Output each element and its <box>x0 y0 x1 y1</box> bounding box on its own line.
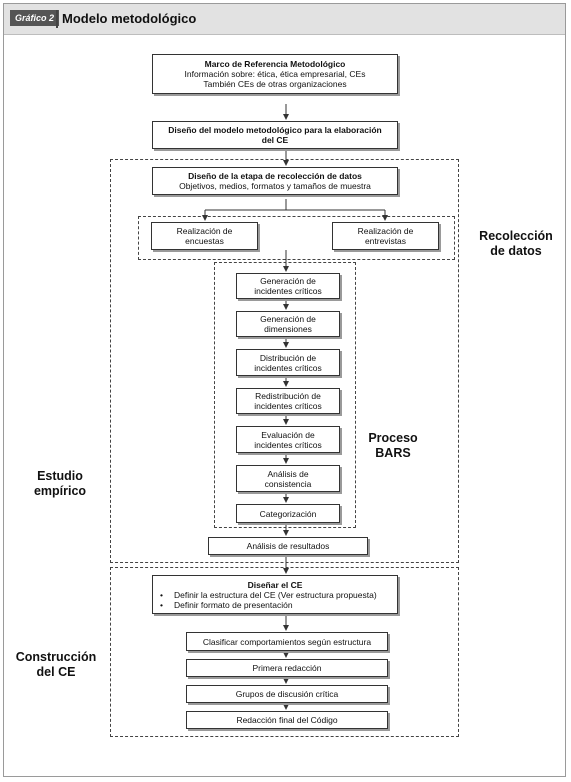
entrevistas-box: Realización de entrevistas <box>332 222 439 250</box>
bars-step-line2: incidentes críticos <box>254 439 322 450</box>
marco-referencia-title: Marco de Referencia Metodológico <box>204 59 346 69</box>
section-label-construccion: Construcción del CE <box>6 650 106 680</box>
encuestas-box: Realización de encuestas <box>151 222 258 250</box>
analisis-resultados-label: Análisis de resultados <box>246 541 330 551</box>
section-label-line1: Proceso <box>368 431 418 445</box>
marco-referencia-box: Marco de Referencia Metodológico Informa… <box>152 54 398 94</box>
section-label-line2: de datos <box>490 244 542 258</box>
bars-step-evaluacion: Evaluación de incidentes críticos <box>236 426 340 453</box>
diseno-modelo-line2: del CE <box>261 135 289 145</box>
estudio-empirico-region <box>110 159 459 563</box>
marco-referencia-line2: También CEs de otras organizaciones <box>203 79 347 89</box>
section-label-line2: del CE <box>36 665 76 679</box>
primera-redaccion-box: Primera redacción <box>186 659 388 677</box>
bars-step-line2: dimensiones <box>264 324 312 334</box>
section-label-line2: BARS <box>375 446 411 460</box>
disenar-ce-title: Diseñar el CE <box>247 579 303 590</box>
diseno-modelo-line1: Diseño del modelo metodológico para la e… <box>168 125 382 135</box>
bars-step-line2: incidentes críticos <box>254 286 322 296</box>
section-label-line2: empírico <box>33 484 87 498</box>
bars-step-line1: Distribución de <box>259 352 317 363</box>
bars-step-line1: Análisis de <box>267 468 309 479</box>
section-label-line1: Recolección <box>479 229 553 243</box>
figure-frame <box>3 3 566 777</box>
bars-step-generacion-dimensiones: Generación de dimensiones <box>236 311 340 337</box>
analisis-resultados-box: Análisis de resultados <box>208 537 368 555</box>
bars-step-line2: incidentes críticos <box>254 401 322 411</box>
bars-step-line2: incidentes críticos <box>254 362 322 373</box>
bars-step-line1: Redistribución de <box>255 391 321 401</box>
bars-step-line1: Generación de <box>260 314 316 324</box>
bars-step-line1: Evaluación de <box>261 429 315 440</box>
entrevistas-line2: entrevistas <box>364 236 407 246</box>
encuestas-line2: encuestas <box>185 236 224 246</box>
bars-step-line1: Categorización <box>259 508 317 519</box>
grupos-discusion-label: Grupos de discusión crítica <box>235 689 339 699</box>
section-label-recoleccion: Recolección de datos <box>466 229 566 259</box>
bars-step-line1: Generación de <box>260 276 316 286</box>
bars-step-categorizacion: Categorización <box>236 504 340 523</box>
construccion-region <box>110 567 459 737</box>
figure-header: Gráfico 2 Modelo metodológico <box>4 4 565 35</box>
disenar-ce-bullet2: Definir formato de presentación <box>156 600 293 610</box>
entrevistas-line1: Realización de <box>357 226 414 236</box>
bars-step-distribucion: Distribución de incidentes críticos <box>236 349 340 376</box>
diseno-etapa-title: Diseño de la etapa de recolección de dat… <box>188 171 362 181</box>
clasificar-box: Clasificar comportamientos según estruct… <box>186 632 388 651</box>
diseno-etapa-box: Diseño de la etapa de recolección de dat… <box>152 167 398 195</box>
bars-step-consistencia: Análisis de consistencia <box>236 465 340 492</box>
clasificar-label: Clasificar comportamientos según estruct… <box>202 636 372 647</box>
disenar-ce-box: Diseñar el CE Definir la estructura del … <box>152 575 398 614</box>
section-label-line1: Estudio <box>37 469 83 483</box>
section-label-line1: Construcción <box>15 650 97 664</box>
figure-tag: Gráfico 2 <box>10 10 60 26</box>
disenar-ce-bullet1: Definir la estructura del CE (Ver estruc… <box>156 590 377 600</box>
marco-referencia-line1: Información sobre: ética, ética empresar… <box>184 69 366 79</box>
bars-step-redistribucion: Redistribución de incidentes críticos <box>236 388 340 414</box>
header-separator <box>56 10 58 28</box>
figure-title: Modelo metodológico <box>62 11 197 26</box>
encuestas-line1: Realización de <box>176 226 233 236</box>
grupos-discusion-box: Grupos de discusión crítica <box>186 685 388 703</box>
recoleccion-region <box>138 216 455 260</box>
redaccion-final-box: Redacción final del Código <box>186 711 388 729</box>
section-label-bars: Proceso BARS <box>356 431 430 461</box>
bars-region <box>214 262 356 528</box>
bars-step-line2: consistencia <box>264 478 312 489</box>
section-label-estudio: Estudio empírico <box>20 469 100 499</box>
primera-redaccion-label: Primera redacción <box>252 663 322 673</box>
redaccion-final-label: Redacción final del Código <box>236 715 338 725</box>
diseno-etapa-line1: Objetivos, medios, formatos y tamaños de… <box>179 181 371 191</box>
diseno-modelo-box: Diseño del modelo metodológico para la e… <box>152 121 398 149</box>
bars-step-generacion-incidentes: Generación de incidentes críticos <box>236 273 340 299</box>
